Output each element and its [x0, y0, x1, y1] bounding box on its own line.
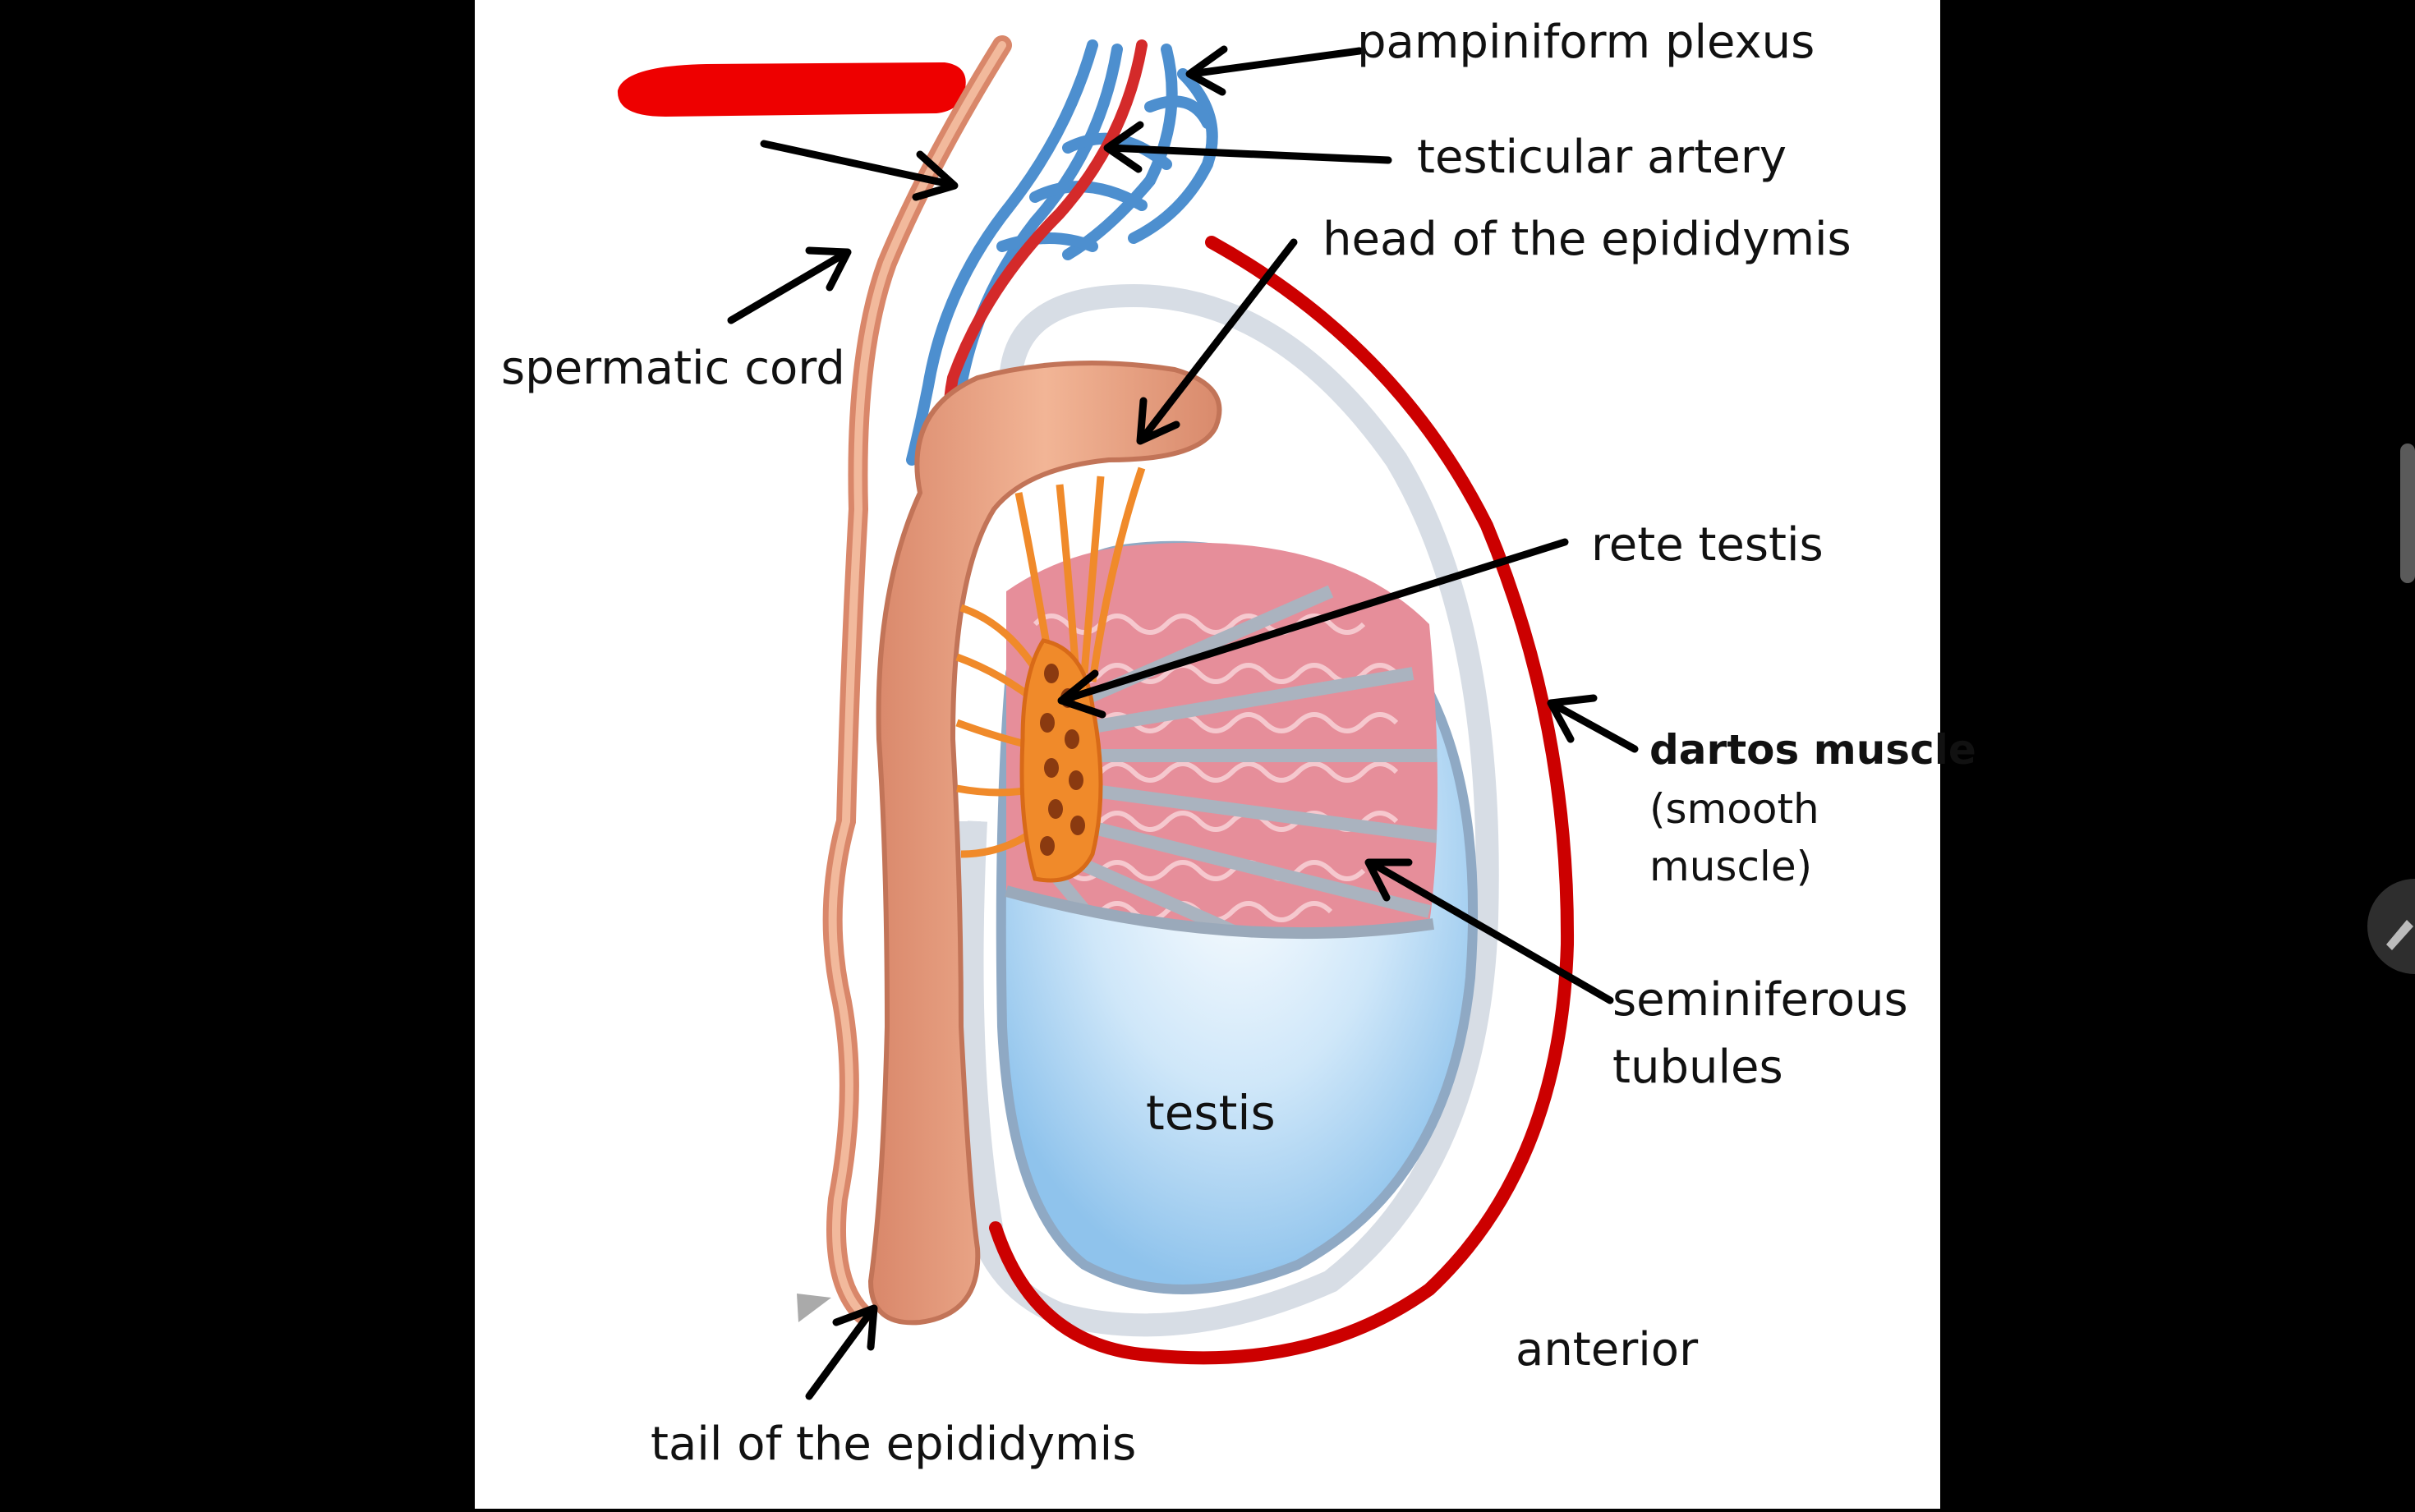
label-tail-of-epididymis: tail of the epididymis — [651, 1418, 1136, 1471]
label-testicular-artery: testicular artery — [1417, 131, 1787, 184]
label-dartos-muscle-paren: muscle) — [1649, 843, 1812, 890]
label-pampiniform-plexus: pampiniform plexus — [1357, 16, 1815, 69]
label-spermatic-cord: spermatic cord — [501, 342, 845, 395]
pencil-icon[interactable] — [2367, 879, 2415, 974]
scrollbar-thumb[interactable] — [2400, 443, 2415, 583]
label-anterior: anterior — [1516, 1323, 1699, 1376]
dartos-muscle-outline — [989, 236, 1575, 1365]
testis-body — [996, 540, 1479, 1294]
label-rete-testis: rete testis — [1591, 518, 1824, 572]
label-head-of-epididymis: head of the epididymis — [1322, 213, 1852, 266]
label-tubules: tubules — [1612, 1041, 1783, 1094]
redaction-mark — [617, 62, 966, 117]
labels: pampiniform plexus testicular artery hea… — [501, 16, 1976, 1471]
label-dartos-smooth: (smooth — [1649, 785, 1819, 833]
label-dartos-muscle: dartos muscle — [1649, 726, 1976, 774]
label-testis: testis — [1146, 1085, 1276, 1141]
marker-triangle — [797, 1294, 831, 1322]
epididymis — [867, 361, 1222, 1326]
leader-arrows — [727, 45, 1639, 1400]
label-seminiferous: seminiferous — [1612, 973, 1908, 1027]
tunica-vaginalis — [958, 283, 1499, 1337]
